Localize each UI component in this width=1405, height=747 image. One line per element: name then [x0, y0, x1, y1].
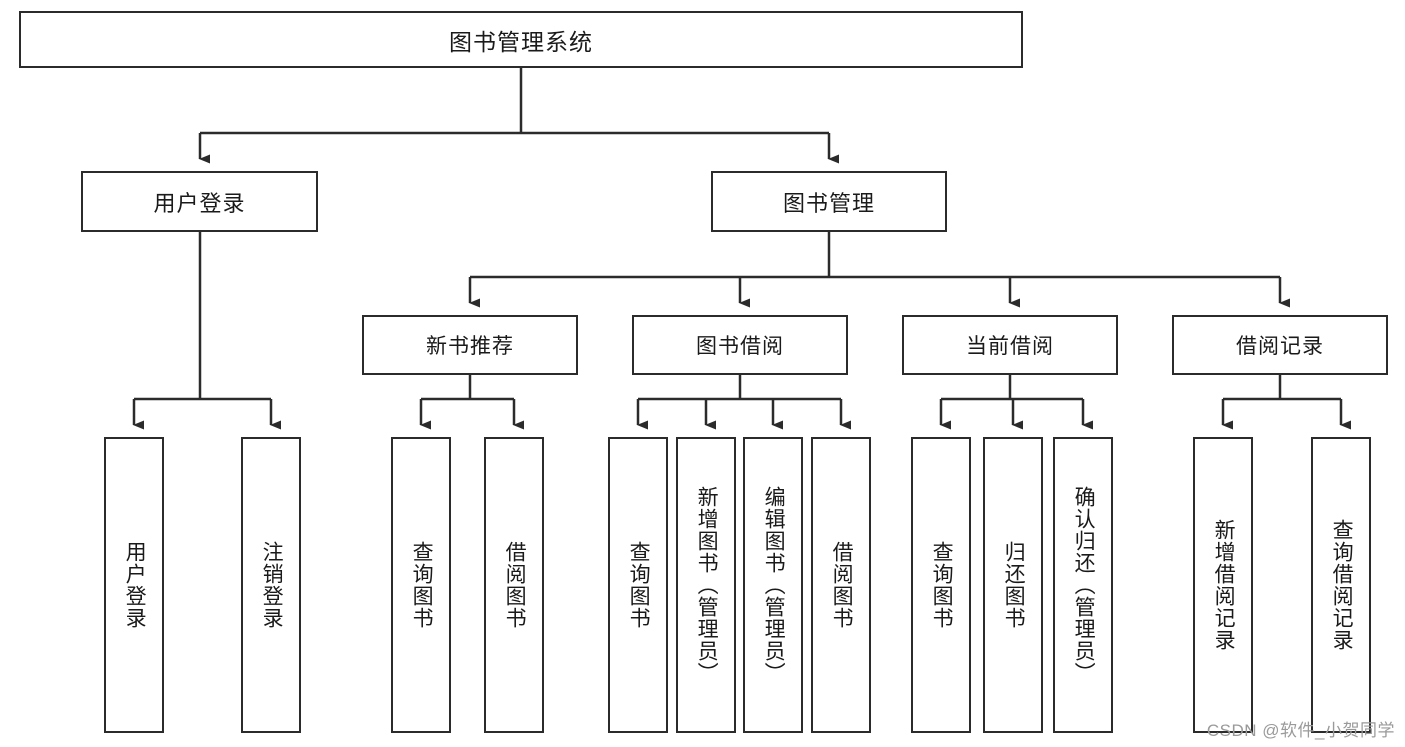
node-label: 当前借阅 — [966, 335, 1054, 358]
node-leaf-borrow-book-1[interactable]: 借阅图书 — [484, 437, 544, 733]
node-leaf-user-logout[interactable]: 注销登录 — [241, 437, 301, 733]
node-label: 归还图书 — [1002, 541, 1026, 629]
node-user-login[interactable]: 用户登录 — [81, 171, 318, 232]
node-label: 查询图书 — [930, 541, 954, 629]
node-leaf-query-record[interactable]: 查询借阅记录 — [1311, 437, 1371, 733]
node-leaf-return-book[interactable]: 归还图书 — [983, 437, 1043, 733]
node-label: 图书借阅 — [696, 335, 784, 358]
node-label: 确认归还（管理员） — [1072, 486, 1096, 684]
node-book-borrow[interactable]: 图书借阅 — [632, 315, 848, 375]
node-root[interactable]: 图书管理系统 — [19, 11, 1023, 68]
node-leaf-add-record[interactable]: 新增借阅记录 — [1193, 437, 1253, 733]
watermark-text: CSDN @软件_小贺同学 — [1206, 721, 1395, 740]
node-leaf-query-book-1[interactable]: 查询图书 — [391, 437, 451, 733]
node-leaf-query-book-3[interactable]: 查询图书 — [911, 437, 971, 733]
node-label: 查询图书 — [627, 541, 651, 629]
node-leaf-add-book[interactable]: 新增图书（管理员） — [676, 437, 736, 733]
node-label: 编辑图书（管理员） — [762, 486, 786, 684]
node-leaf-borrow-book-2[interactable]: 借阅图书 — [811, 437, 871, 733]
node-new-book-rec[interactable]: 新书推荐 — [362, 315, 578, 375]
node-label: 用户登录 — [153, 190, 246, 216]
node-current-borrow[interactable]: 当前借阅 — [902, 315, 1118, 375]
node-label: 新增借阅记录 — [1212, 519, 1236, 651]
node-leaf-query-book-2[interactable]: 查询图书 — [608, 437, 668, 733]
node-label: 新增图书（管理员） — [695, 486, 719, 684]
node-leaf-edit-book[interactable]: 编辑图书（管理员） — [743, 437, 803, 733]
node-leaf-confirm-return[interactable]: 确认归还（管理员） — [1053, 437, 1113, 733]
node-label: 借阅记录 — [1236, 335, 1324, 358]
node-label: 注销登录 — [260, 541, 284, 629]
node-label: 查询图书 — [410, 541, 434, 629]
node-label: 用户登录 — [123, 541, 147, 629]
node-label: 图书管理 — [782, 190, 875, 216]
node-book-manage[interactable]: 图书管理 — [711, 171, 947, 232]
node-label: 图书管理系统 — [449, 28, 593, 55]
node-label: 查询借阅记录 — [1330, 519, 1354, 651]
node-label: 借阅图书 — [830, 541, 854, 629]
node-label: 借阅图书 — [503, 541, 527, 629]
node-leaf-user-login[interactable]: 用户登录 — [104, 437, 164, 733]
node-borrow-record[interactable]: 借阅记录 — [1172, 315, 1388, 375]
node-label: 新书推荐 — [426, 335, 514, 358]
